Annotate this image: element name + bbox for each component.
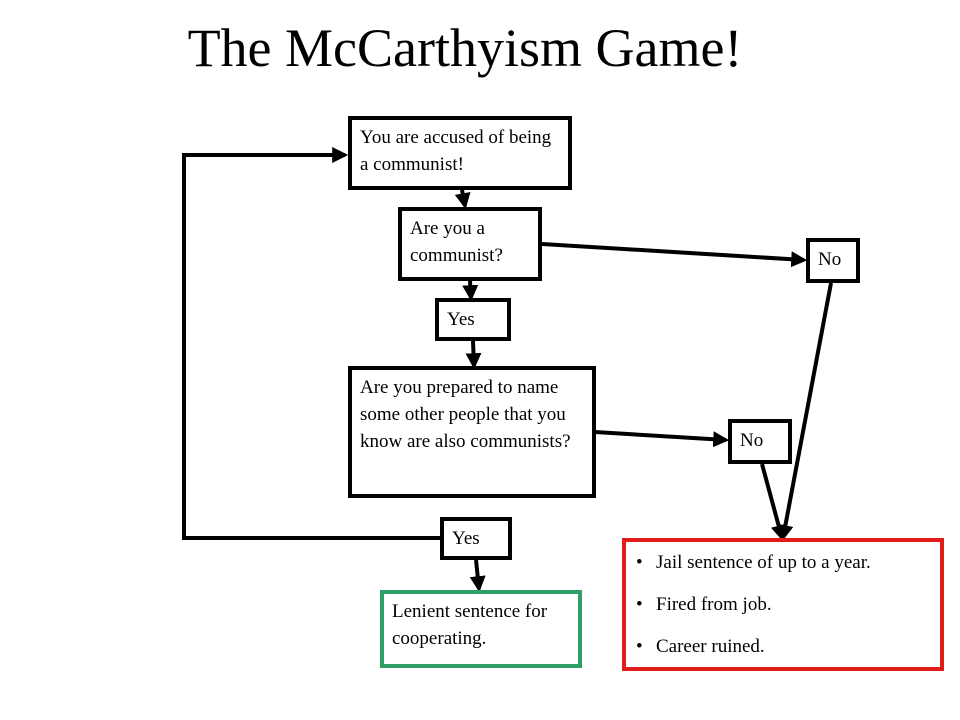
outcome-item: Fired from job. [636, 592, 930, 618]
outcome-item: Jail sentence of up to a year. [636, 550, 930, 576]
arrow-yes-to-name-others [465, 340, 482, 370]
no-label-1: No [818, 249, 842, 270]
outcome-list: Jail sentence of up to a year. Fired fro… [636, 550, 930, 660]
lenient-sentence-box: Lenient sentence for cooperating. [380, 590, 582, 668]
arrow-no2-to-outcome [760, 463, 787, 542]
no-box-2: No [728, 419, 792, 464]
arrow-question-to-yes [462, 280, 479, 302]
page-title: The McCarthyism Game! [187, 18, 743, 78]
name-others-box: Are you prepared to name some other peop… [348, 366, 596, 498]
yes-label-2: Yes [452, 528, 480, 549]
arrow-question-to-no [541, 242, 808, 268]
arrow-name-others-to-no [594, 430, 730, 448]
are-you-communist-text: Are you a communist? [410, 218, 503, 266]
name-others-text: Are you prepared to name some other peop… [360, 377, 571, 452]
arrow-yes2-to-lenient [469, 559, 486, 593]
arrow-no1-to-outcome [777, 282, 833, 542]
lenient-sentence-text: Lenient sentence for cooperating. [392, 601, 548, 649]
outcome-box: Jail sentence of up to a year. Fired fro… [622, 538, 944, 671]
loop-back-arrow [182, 147, 440, 540]
no-box-1: No [806, 238, 860, 283]
no-label-2: No [740, 430, 764, 451]
yes-box-2: Yes [440, 517, 512, 560]
yes-label-1: Yes [447, 309, 475, 330]
accused-box: You are accused of being a communist! [348, 116, 572, 190]
yes-box-1: Yes [435, 298, 511, 341]
outcome-item: Career ruined. [636, 634, 930, 660]
accused-text: You are accused of being a communist! [360, 127, 552, 175]
arrow-accused-to-question [454, 189, 471, 210]
are-you-communist-box: Are you a communist? [398, 207, 542, 281]
